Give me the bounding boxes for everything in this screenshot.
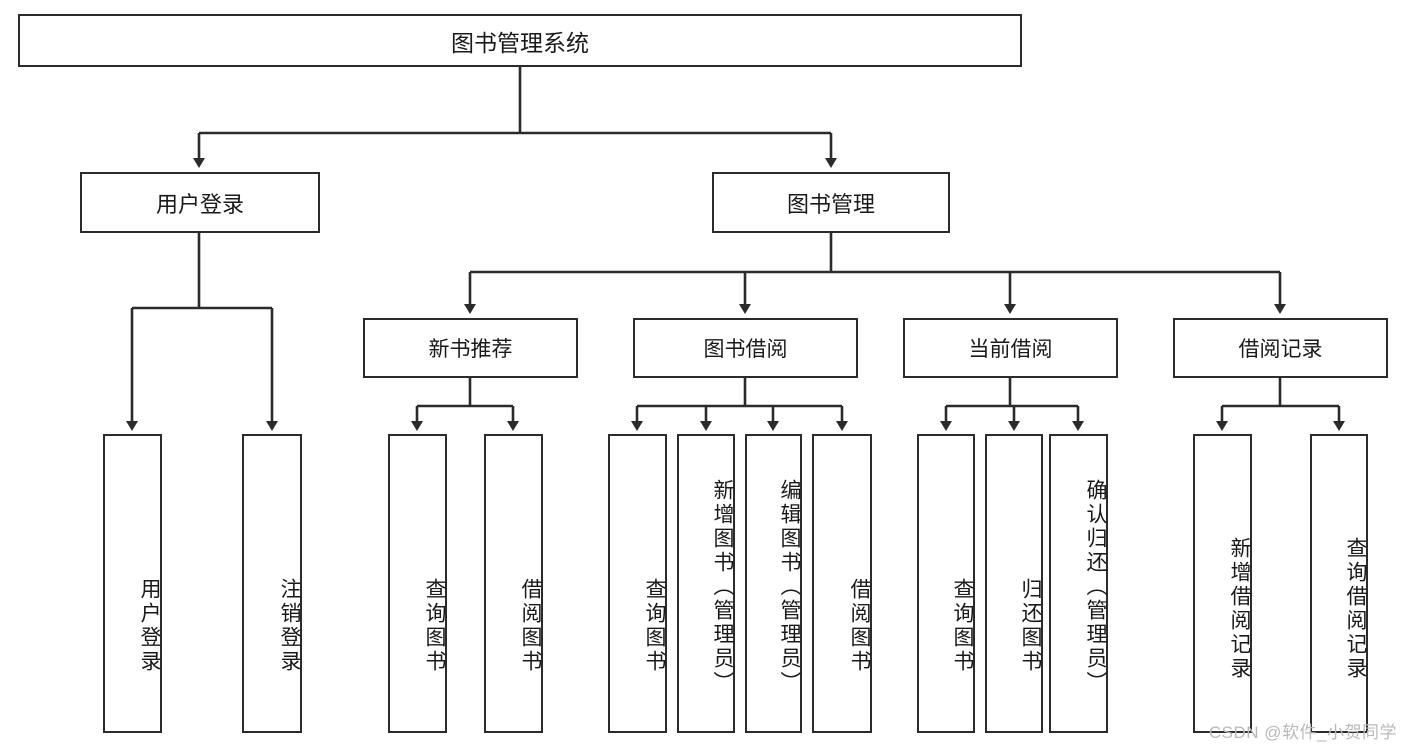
leaf-label: 借阅图书: [848, 577, 871, 674]
watermark: CSDN @软件_小贺同学: [1208, 723, 1397, 742]
node-current-borrow-label: 当前借阅: [968, 338, 1053, 361]
node-book-management[interactable]: 图书管理: [712, 172, 950, 233]
leaf-label: 查询图书: [951, 577, 974, 674]
node-book-management-label: 图书管理: [786, 191, 875, 217]
leaf-borrow-record-add[interactable]: 新增借阅记录: [1193, 434, 1252, 733]
leaf-label: 归还图书: [1019, 577, 1042, 674]
leaf-current-borrow-return[interactable]: 归还图书: [985, 434, 1043, 733]
leaf-label: 查询图书: [423, 577, 446, 674]
leaf-book-borrow-borrow[interactable]: 借阅图书: [812, 434, 872, 733]
leaf-user-login-signout[interactable]: 注销登录: [242, 434, 302, 733]
leaf-label: 借阅图书: [519, 577, 542, 674]
leaf-label: 注销登录: [278, 577, 301, 674]
leaf-new-book-query[interactable]: 查询图书: [388, 434, 447, 733]
node-borrow-record[interactable]: 借阅记录: [1173, 318, 1388, 378]
leaf-label: 新增图书（管理员）: [711, 478, 734, 695]
leaf-new-book-borrow[interactable]: 借阅图书: [484, 434, 543, 733]
leaf-label: 查询借阅记录: [1344, 536, 1367, 681]
leaf-user-login-signin[interactable]: 用户登录: [103, 434, 162, 733]
leaf-label: 查询图书: [643, 577, 666, 674]
node-root-label: 图书管理系统: [451, 29, 589, 56]
node-new-book-recommend[interactable]: 新书推荐: [363, 318, 578, 378]
leaf-book-borrow-add[interactable]: 新增图书（管理员）: [677, 434, 735, 733]
leaf-label: 新增借阅记录: [1228, 536, 1251, 681]
node-current-borrow[interactable]: 当前借阅: [903, 318, 1118, 378]
leaf-book-borrow-edit[interactable]: 编辑图书（管理员）: [745, 434, 802, 733]
node-root[interactable]: 图书管理系统: [18, 14, 1022, 67]
leaf-book-borrow-query[interactable]: 查询图书: [608, 434, 667, 733]
node-book-borrow[interactable]: 图书借阅: [633, 318, 858, 378]
leaf-current-borrow-query[interactable]: 查询图书: [917, 434, 975, 733]
leaf-label: 用户登录: [138, 577, 161, 674]
node-borrow-record-label: 借阅记录: [1238, 338, 1323, 361]
node-user-login-label: 用户登录: [155, 191, 244, 217]
leaf-label: 编辑图书（管理员）: [778, 478, 801, 695]
leaf-label: 确认归还（管理员）: [1084, 478, 1107, 695]
node-book-borrow-label: 图书借阅: [703, 338, 788, 361]
node-user-login[interactable]: 用户登录: [80, 172, 320, 233]
leaf-current-borrow-confirm-return[interactable]: 确认归还（管理员）: [1049, 434, 1108, 733]
node-new-book-recommend-label: 新书推荐: [428, 338, 513, 361]
leaf-borrow-record-query[interactable]: 查询借阅记录: [1310, 434, 1368, 733]
